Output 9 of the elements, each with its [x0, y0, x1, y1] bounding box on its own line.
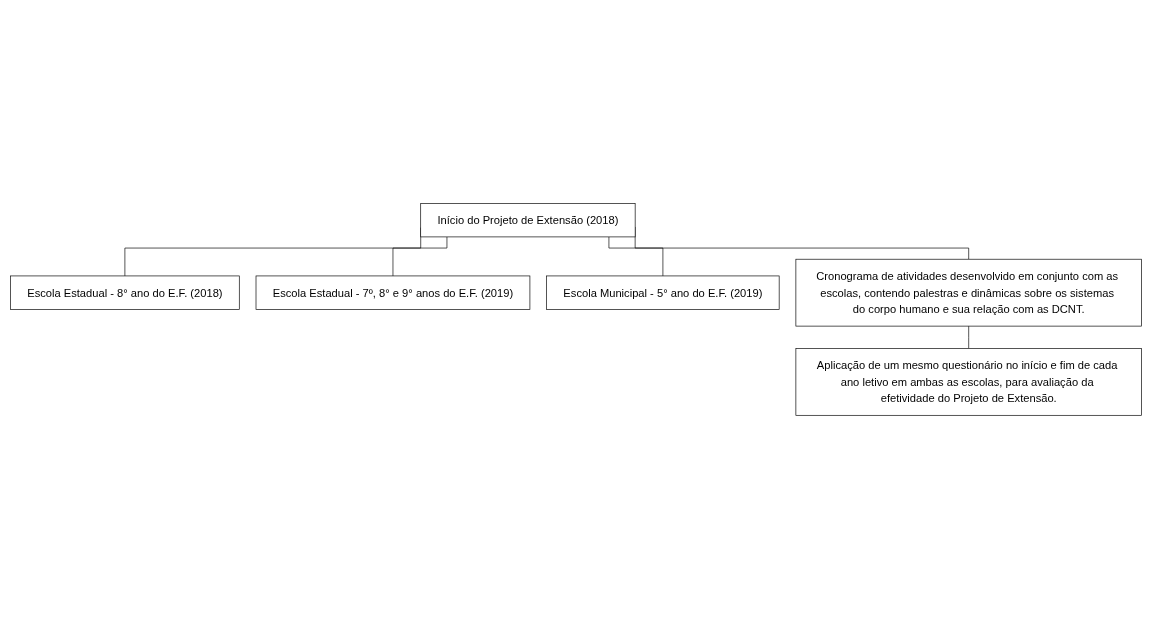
node-box: Início do Projeto de Extensão (2018) — [420, 203, 636, 238]
connector — [608, 236, 664, 277]
node-box: Escola Estadual - 7º, 8° e 9° anos do E.F. (2019) — [255, 275, 531, 310]
connector — [968, 325, 970, 349]
node-box: Escola Municipal - 5° ano do E.F. (2019) — [546, 275, 780, 310]
node-box: Cronograma de atividades desenvolvido em conjunto com as escolas, contendo palestras e dinâmicas sobre os sistemas do corpo humano e sua relação com as DCNT. — [795, 259, 1142, 327]
node-box: Aplicação de um mesmo questionário no início e fim de cada ano letivo em ambas as escolas, para avaliação da efetividade do Projeto de Extensão. — [795, 348, 1142, 416]
node-box: Escola Estadual - 8° ano do E.F. (2018) — [10, 275, 240, 310]
connector — [392, 236, 448, 277]
